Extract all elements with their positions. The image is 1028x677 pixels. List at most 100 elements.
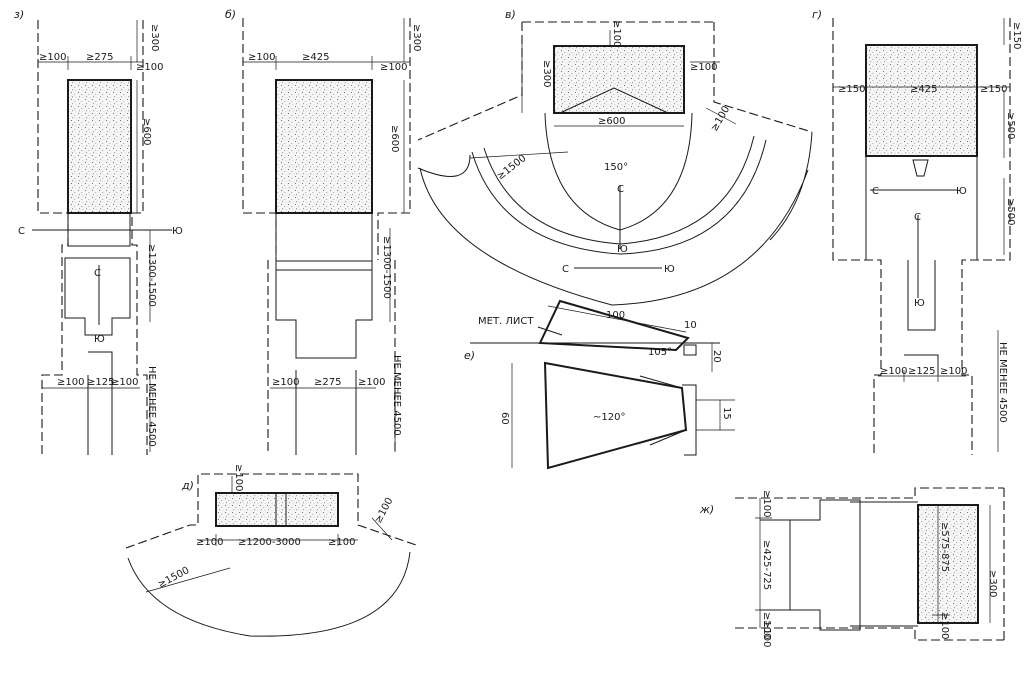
dim-text: ≥425 <box>302 52 329 63</box>
dim-text: ≥1200-3000 <box>238 537 301 548</box>
dim-text: ≥600 <box>141 118 152 145</box>
dim-text: ≥1300-1500 <box>381 236 392 299</box>
dim-text: 20 <box>711 350 722 363</box>
panel-zh-channel <box>760 499 861 631</box>
dim-text: ≥100 <box>248 52 275 63</box>
angle-text: 105° <box>648 347 672 358</box>
panel-b: б) ≥100 ≥425 ≥100 ≥300 ≥600 ≥1300-1500 Н… <box>225 8 422 455</box>
dim-text: 60 <box>499 412 510 425</box>
panel-g-grate <box>912 159 929 177</box>
dim-text: ≥100 <box>373 496 396 525</box>
dim-text: ≥100 <box>111 377 138 388</box>
dim-text: ≥100 <box>939 612 950 639</box>
dim-text: ≥600 <box>598 116 625 127</box>
dim-text: ≥150 <box>1011 22 1022 49</box>
dim-text: ≥125 <box>908 366 935 377</box>
panel-d-outline-arc <box>127 551 411 637</box>
panel-zh-outline <box>735 487 1005 641</box>
dim-text: ≥100 <box>709 104 732 133</box>
panel-z-chamber <box>64 257 131 336</box>
panel-v-dims <box>469 30 737 159</box>
panel-d-dims <box>145 476 393 593</box>
leader-line <box>537 326 563 336</box>
panel-v-axis <box>574 185 662 269</box>
compass-south: Ю <box>617 244 628 255</box>
panel-g-channel <box>865 156 978 331</box>
panel-z-outline <box>37 20 148 455</box>
compass-north: С <box>914 212 921 223</box>
panel-zh-walls <box>850 501 918 627</box>
dim-text: ≥150 <box>980 84 1007 95</box>
compass-south: Ю <box>94 334 105 345</box>
angle-text: ~120° <box>593 412 625 423</box>
dim-text: ≥150 <box>838 84 865 95</box>
label-met-list: МЕТ. ЛИСТ <box>478 316 534 327</box>
panel-e-plate <box>538 299 690 352</box>
panel-zh-firebox <box>917 504 979 624</box>
dim-text: ≥600 <box>389 125 400 152</box>
panel-e: е) МЕТ. ЛИСТ 100 10 20 60 15 105° ~120° <box>464 299 735 470</box>
dim-text: ≥100 <box>196 537 223 548</box>
panel-zh-dims <box>755 498 991 628</box>
panel-g-dims <box>833 18 1010 452</box>
panel-d-firebox <box>215 492 339 527</box>
panel-d-divider <box>275 493 287 526</box>
panel-v-outline-arc <box>417 131 813 306</box>
dim-text: ≥100 <box>272 377 299 388</box>
dim-text: ≥100 <box>233 464 244 491</box>
dim-text: ≥575-875 <box>939 522 950 572</box>
panel-g: г) ≥150 ≥150 ≥425 ≥150 ≥500 ≥500 НЕ МЕНЕ… <box>812 8 1022 455</box>
panel-v-firebox <box>553 45 685 114</box>
compass-north: С <box>562 264 569 275</box>
panel-v: в) ≥100 ≥300 ≥100 ≥600 ≥100 ≥1500 150° С… <box>417 8 813 306</box>
dim-text: ≥300 <box>541 60 552 87</box>
panel-g-firebox <box>865 44 978 157</box>
dim-text: ≥100 <box>880 366 907 377</box>
panel-g-label: г) <box>812 8 822 21</box>
dim-text: ≥275 <box>86 52 113 63</box>
panel-z-firebox <box>67 79 132 214</box>
dim-text: ≥275 <box>314 377 341 388</box>
dim-text: ≥125 <box>87 377 114 388</box>
dim-text: ≥100 <box>136 62 163 73</box>
panel-b-label: б) <box>225 8 236 21</box>
dim-text: ≥1300-1500 <box>146 244 157 307</box>
dim-text: ≥300 <box>987 570 998 597</box>
panel-zh: ж) ≥100 ≥425-725 ≥100 ≥575-875 ≥300 ≥100… <box>699 487 1005 647</box>
dim-text: ≥500 <box>1005 112 1016 139</box>
dim-text: ≥100 <box>611 20 622 47</box>
compass-north: С <box>18 226 25 237</box>
panel-e-dims <box>511 305 735 468</box>
panel-z-duct <box>87 351 113 455</box>
panel-d: д) ≥100 ≥100 ≥1200-3000 ≥100 ≥1500 ≥100 <box>125 464 417 637</box>
dim-text: НЕ МЕНЕЕ 4500 <box>391 355 402 436</box>
compass-north: С <box>94 268 101 279</box>
panel-z-label: з) <box>14 8 24 21</box>
dim-text: ≥1500 <box>495 153 528 182</box>
panel-d-label: д) <box>181 479 194 492</box>
panel-b-chamber <box>275 213 373 359</box>
compass-south: Ю <box>956 186 967 197</box>
panel-b-divider <box>276 260 372 271</box>
panel-b-firebox <box>275 79 373 214</box>
compass-south: Ю <box>172 226 183 237</box>
dim-text: ≥425 <box>910 84 937 95</box>
dim-text: ≥500 <box>1005 198 1016 225</box>
panel-v-label: в) <box>505 8 516 21</box>
compass-north: С <box>617 184 624 195</box>
panel-b-dims <box>243 18 410 452</box>
panel-z: з) ≥100 ≥275 ≥100 ≥300 ≥600 ≥1300-1500 Н… <box>14 8 183 455</box>
dim-text: ≥300 <box>411 24 422 51</box>
panel-g-outline <box>832 18 1011 455</box>
dim-text: 100 <box>606 310 625 321</box>
dim-text: ≥425-725 <box>761 540 772 590</box>
panel-g-axis <box>870 189 958 298</box>
compass-south: Ю <box>914 298 925 309</box>
panel-d-outline-top <box>125 473 417 549</box>
dim-text: 15 <box>721 407 732 420</box>
panel-b-outline <box>242 18 411 455</box>
dim-text: ≥100 <box>380 62 407 73</box>
panel-e-flange <box>639 375 697 456</box>
